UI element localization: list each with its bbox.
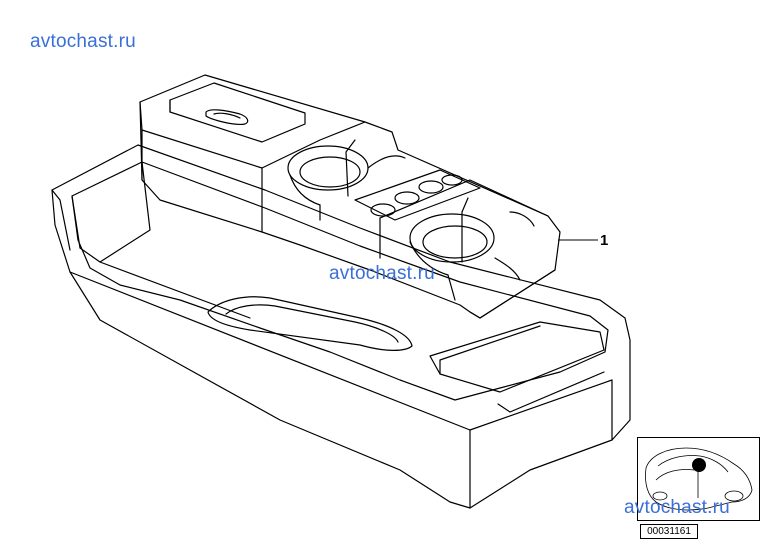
ashtray-lid [169, 82, 306, 143]
car-thumbnail [645, 447, 753, 511]
part-callout: 1 [600, 232, 609, 249]
car-body [645, 447, 753, 511]
watermark: avtochast.ru [329, 263, 435, 284]
tray-inner-rim [71, 161, 609, 401]
watermark: avtochast.ru [624, 497, 730, 518]
watermark: avtochast.ru [30, 31, 136, 52]
cup-holder-rear [287, 145, 369, 191]
front-recess [207, 296, 413, 351]
location-dot [692, 458, 706, 472]
console-base-outline [51, 144, 631, 509]
button-4 [441, 174, 463, 186]
button-3 [418, 180, 444, 194]
button-2 [394, 191, 420, 205]
right-pocket [429, 321, 605, 393]
diagram-code: 00031161 [640, 524, 698, 539]
location-inset [637, 437, 760, 521]
cup-holder-front [409, 213, 495, 263]
button-1 [370, 203, 396, 217]
